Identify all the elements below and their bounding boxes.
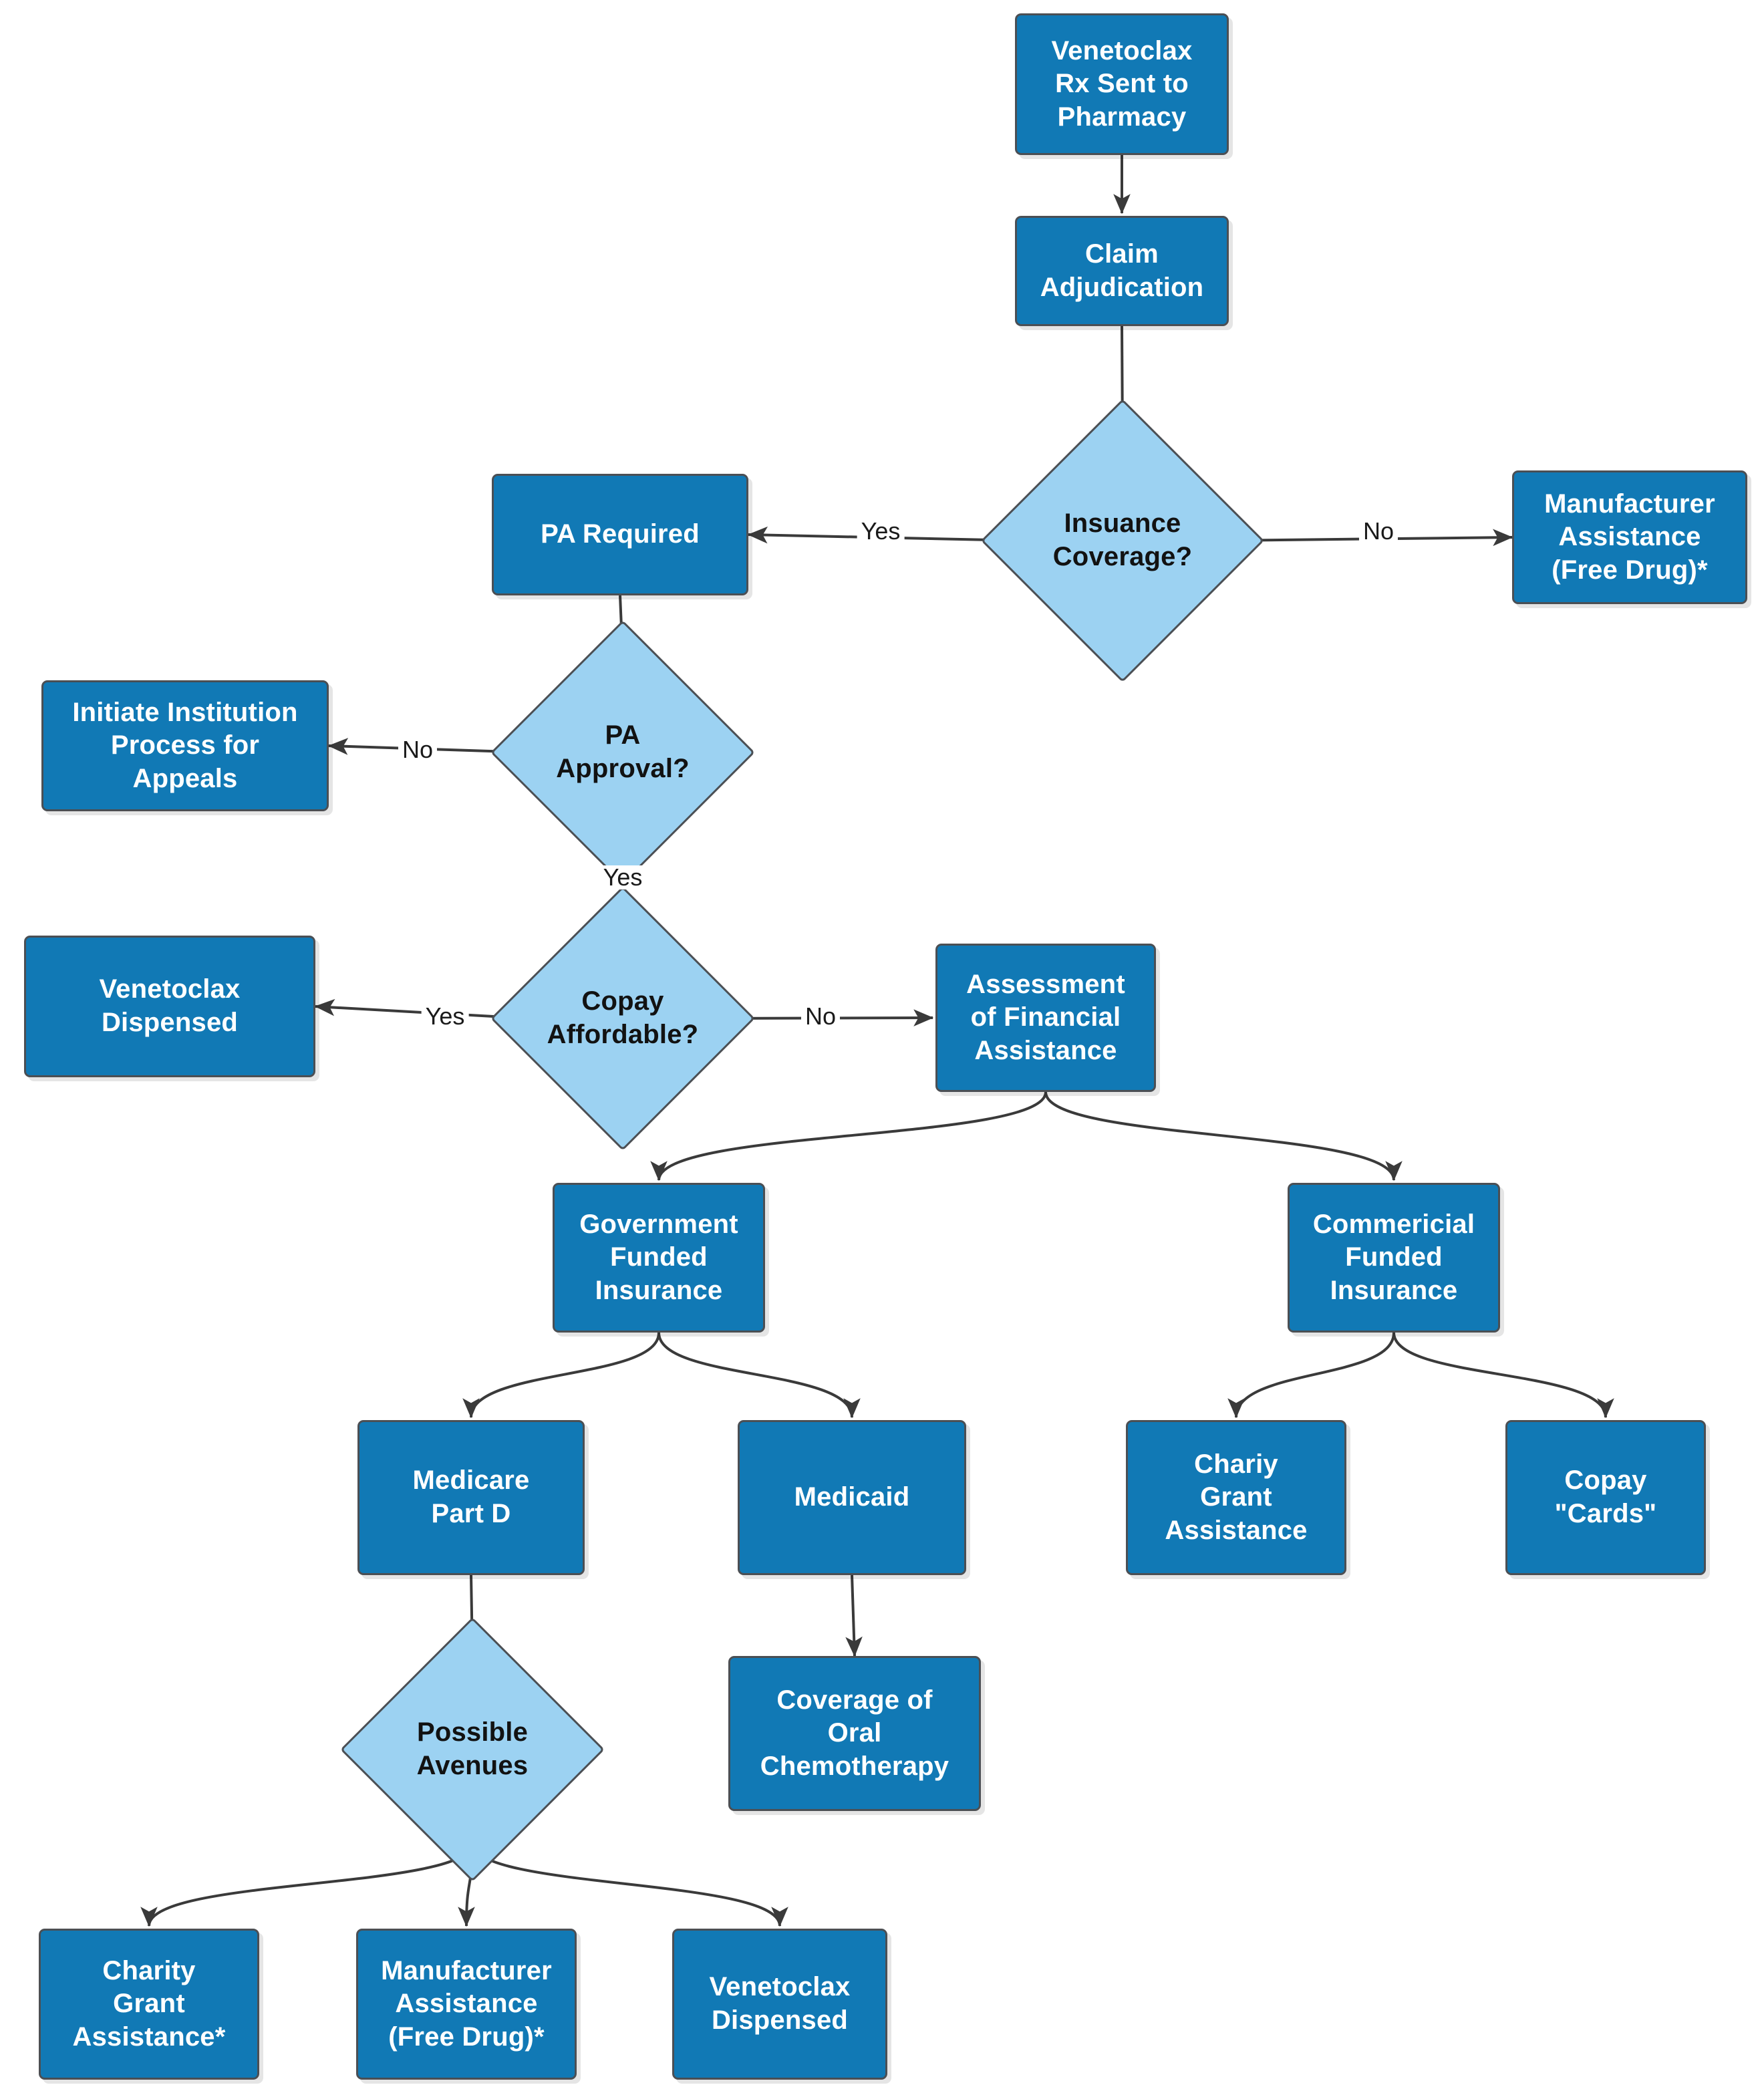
node-label-possible_aven: Possible Avenues: [416, 1717, 529, 1780]
edge-comm_funded-to-chariy_grant: [1227, 1332, 1395, 1419]
node-pa_required[interactable]: PA Required: [492, 474, 748, 595]
node-mfr_assist_top[interactable]: Manufacturer Assistance (Free Drug)*: [1512, 470, 1747, 604]
node-ven_disp_bot[interactable]: Venetoclax Dispensed: [672, 1929, 887, 2080]
node-label-mfr_assist_top: Manufacturer Assistance (Free Drug)*: [1544, 489, 1715, 585]
edge-gov_funded-to-medicare_d: [462, 1332, 660, 1419]
node-mfr_assist_bot[interactable]: Manufacturer Assistance (Free Drug)*: [356, 1929, 577, 2080]
node-gov_funded[interactable]: Government Funded Insurance: [553, 1183, 765, 1333]
node-rx_sent[interactable]: Venetoclax Rx Sent to Pharmacy: [1015, 13, 1229, 155]
node-copay_cards[interactable]: Copay "Cards": [1505, 1420, 1706, 1575]
node-appeals[interactable]: Initiate Institution Process for Appeals: [41, 680, 329, 811]
node-pa_approval[interactable]: PA Approval?: [490, 620, 755, 885]
node-insurance_cov[interactable]: Insuance Coverage?: [980, 398, 1265, 683]
node-label-medicaid: Medicaid: [794, 1482, 910, 1512]
edge-medicaid-to-oral_chemo: [845, 1574, 863, 1657]
node-label-rx_sent: Venetoclax Rx Sent to Pharmacy: [1051, 35, 1193, 132]
edge-possible_aven-to-ven_disp_bot: [471, 1842, 788, 1927]
node-label-assess_fin: Assessment of Financial Assistance: [966, 969, 1125, 1065]
edge-label-insurance_cov-to-mfr_assist_top: No: [1358, 519, 1399, 543]
node-chariy_grant[interactable]: Chariy Grant Assistance: [1126, 1420, 1346, 1575]
edge-comm_funded-to-copay_cards: [1392, 1332, 1614, 1419]
node-possible_aven[interactable]: Possible Avenues: [340, 1617, 605, 1882]
node-assess_fin[interactable]: Assessment of Financial Assistance: [935, 944, 1156, 1092]
node-label-insurance_cov: Insuance Coverage?: [1052, 509, 1193, 571]
node-label-charity_grant: Charity Grant Assistance*: [72, 1955, 226, 2052]
edge-label-insurance_cov-to-pa_required: Yes: [857, 519, 905, 543]
edge-label-copay_afford-to-ven_disp_left: Yes: [421, 1004, 469, 1028]
node-label-copay_afford: Copay Affordable?: [547, 986, 699, 1049]
edge-assess_fin-to-gov_funded: [650, 1091, 1047, 1182]
node-label-gov_funded: Government Funded Insurance: [579, 1209, 738, 1305]
edge-label-pa_approval-to-copay_afford: Yes: [599, 865, 647, 889]
node-label-ven_disp_bot: Venetoclax Dispensed: [709, 1972, 851, 2035]
node-ven_disp_left[interactable]: Venetoclax Dispensed: [24, 936, 315, 1077]
edge-assess_fin-to-comm_funded: [1044, 1091, 1403, 1182]
edge-gov_funded-to-medicaid: [657, 1332, 861, 1419]
node-charity_grant[interactable]: Charity Grant Assistance*: [39, 1929, 259, 2080]
node-copay_afford[interactable]: Copay Affordable?: [490, 886, 755, 1151]
node-label-comm_funded: Commericial Funded Insurance: [1312, 1209, 1475, 1305]
node-label-medicare_d: Medicare Part D: [412, 1466, 530, 1528]
edge-label-pa_approval-to-appeals: No: [398, 738, 438, 762]
node-label-pa_required: PA Required: [541, 519, 700, 549]
node-medicare_d[interactable]: Medicare Part D: [357, 1420, 585, 1575]
node-label-oral_chemo: Coverage of Oral Chemotherapy: [760, 1685, 949, 1781]
node-label-claim_adj: Claim Adjudication: [1040, 239, 1204, 302]
node-label-chariy_grant: Chariy Grant Assistance: [1165, 1449, 1308, 1545]
node-comm_funded[interactable]: Commericial Funded Insurance: [1288, 1183, 1500, 1333]
edge-label-copay_afford-to-assess_fin: No: [800, 1004, 841, 1028]
node-label-appeals: Initiate Institution Process for Appeals: [72, 697, 298, 793]
node-label-copay_cards: Copay "Cards": [1554, 1466, 1657, 1528]
node-claim_adj[interactable]: Claim Adjudication: [1015, 216, 1229, 326]
node-label-pa_approval: PA Approval?: [556, 720, 690, 783]
node-medicaid[interactable]: Medicaid: [738, 1420, 966, 1575]
node-oral_chemo[interactable]: Coverage of Oral Chemotherapy: [728, 1656, 981, 1811]
edge-possible_aven-to-charity_grant: [140, 1842, 474, 1927]
node-label-mfr_assist_bot: Manufacturer Assistance (Free Drug)*: [381, 1955, 552, 2052]
node-label-ven_disp_left: Venetoclax Dispensed: [99, 974, 241, 1037]
